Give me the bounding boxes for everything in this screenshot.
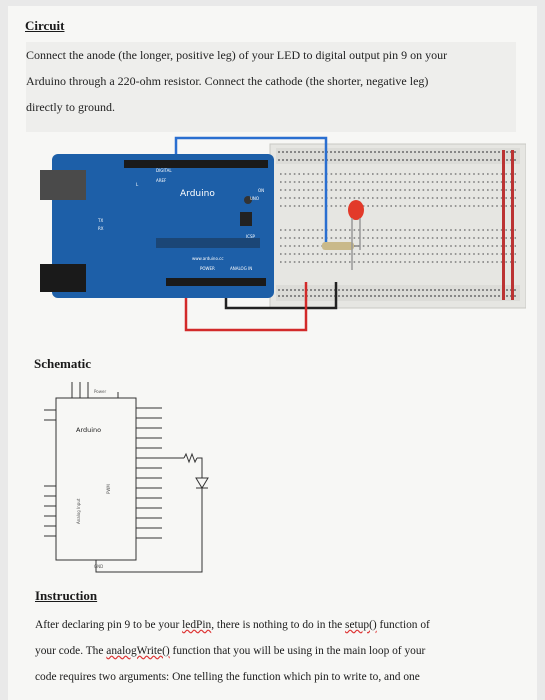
uno-label: UNO (250, 196, 259, 201)
right-pins (136, 407, 162, 539)
circuit-line-1: Connect the anode (the longer, positive … (26, 48, 448, 62)
code-ledpin: ledPin (182, 619, 212, 631)
rx-label: RX (98, 226, 104, 231)
url-label: www.arduino.cc (192, 256, 224, 261)
aref-label: AREF (156, 178, 167, 183)
led-l-label: L (136, 182, 139, 187)
resistor-led-wire (197, 457, 203, 478)
analog-input-label: Analog Input (76, 498, 81, 524)
instruction-line-3: code requires two arguments: One telling… (35, 671, 420, 683)
usb-port (40, 170, 86, 200)
reset-button (244, 196, 252, 204)
tx-label: TX (97, 218, 103, 223)
instruction-paragraph: After declaring pin 9 to be your ledPin,… (35, 612, 430, 690)
text-span: your code. The (35, 645, 107, 657)
circuit-line-2: Arduino through a 220-ohm resistor. Conn… (26, 74, 429, 88)
instruction-heading: Instruction (35, 588, 98, 603)
breadboard-illustration: Arduino DIGITAL POWER ANALOG IN www.ardu… (40, 136, 526, 332)
text-span: function that you will be using in the m… (169, 645, 426, 657)
arduino-board (52, 154, 274, 298)
breadboard-top-rail (276, 148, 520, 164)
text-span: , there is nothing to do in the (211, 619, 346, 631)
circuit-paragraph: Connect the anode (the longer, positive … (26, 42, 447, 120)
schematic-diagram: Power Arduino GND PWM Analog Input (44, 382, 209, 573)
breadboard-bottom-rail (276, 285, 520, 301)
power-label: POWER (200, 266, 215, 271)
code-setup: setup() (345, 619, 377, 631)
red-rail-line (511, 150, 514, 300)
left-pins (44, 409, 56, 537)
power-jack (40, 264, 86, 292)
digital-label: DIGITAL (156, 168, 172, 173)
on-label: ON (258, 188, 264, 193)
text-span: function of (376, 619, 430, 631)
analog-label: ANALOG IN (230, 266, 252, 271)
ground-wire (95, 488, 203, 573)
red-rail-line (502, 150, 505, 300)
red-wire (184, 282, 308, 332)
breadboard (269, 143, 526, 309)
blue-wire (174, 136, 328, 248)
digital-header (124, 160, 268, 168)
instruction-line-1: After declaring pin 9 to be your ledPin,… (35, 612, 430, 638)
analog-header (166, 278, 266, 286)
icsp-header (240, 212, 252, 226)
schematic-arduino-label: Arduino (76, 426, 101, 434)
power-pins (71, 382, 119, 398)
arduino-chip (55, 397, 137, 561)
pwm-label: PWM (106, 484, 111, 494)
instruction-line-2: your code. The analogWrite() function th… (35, 638, 430, 664)
text-span: After declaring pin 9 to be your (35, 619, 183, 631)
resistor (322, 242, 354, 250)
schematic-heading: Schematic (34, 356, 92, 371)
schematic-led (195, 477, 209, 489)
led (348, 200, 364, 220)
atmega-chip-shadow (156, 238, 260, 248)
icsp-label: ICSP (246, 234, 256, 239)
circuit-heading: Circuit (25, 18, 65, 33)
gnd-label: GND (94, 564, 103, 569)
code-analogwrite: analogWrite() (106, 645, 170, 657)
power-pin-label: Power (94, 389, 106, 394)
circuit-text-box (26, 42, 516, 132)
circuit-line-3: directly to ground. (26, 100, 115, 114)
schematic-resistor (183, 452, 198, 464)
document-page: Circuit Connect the anode (the longer, p… (8, 6, 537, 700)
arduino-label: Arduino (180, 189, 215, 199)
